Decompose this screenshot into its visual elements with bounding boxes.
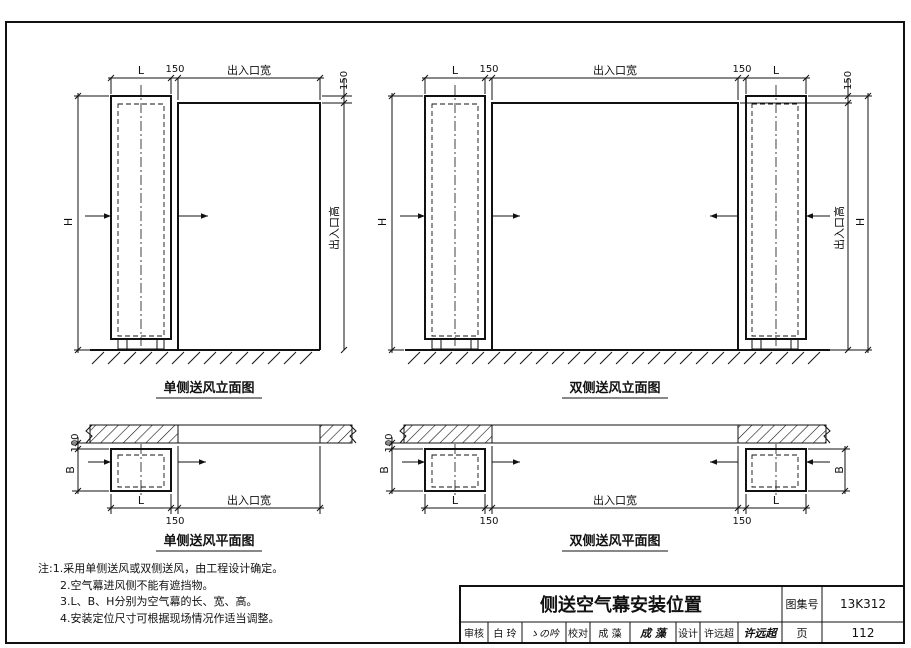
caption-single-elevation: 单侧送风立面图 <box>163 380 254 396</box>
dim-150-plan-left: 150 <box>479 516 498 527</box>
caption-double-plan: 双侧送风平面图 <box>569 533 660 549</box>
dim-opening-width-double: 出入口宽 <box>593 63 637 77</box>
dim-B: B <box>64 466 77 474</box>
dim-150-vert-double: 150 <box>843 71 854 90</box>
wall-left-double <box>403 424 493 444</box>
reviewer-signature: ゝの吟 <box>529 628 560 640</box>
drawing-title: 侧送空气幕安装位置 <box>540 594 702 616</box>
door-opening-double <box>491 102 739 350</box>
wall-right <box>319 424 353 444</box>
dim-150-vert: 150 <box>339 71 350 90</box>
dim-B-right: B <box>833 466 846 474</box>
review-label: 审核 <box>464 627 484 640</box>
double-elevation-view: L 150 出入口宽 150 L H 150 出入口高 H <box>376 63 872 365</box>
wall-left <box>89 424 179 444</box>
dim-L: L <box>138 64 145 77</box>
check-label: 校对 <box>568 627 588 640</box>
checker-signature: 成 藻 <box>639 627 668 640</box>
atlas-number: 13K312 <box>840 597 886 611</box>
caption-single-plan: 单侧送风平面图 <box>163 533 254 549</box>
dim-150-plan-right: 150 <box>732 516 751 527</box>
single-plan-view: 100 B L 150 出入口宽 <box>64 424 357 527</box>
dim-H-right: H <box>854 218 867 226</box>
design-label: 设计 <box>678 627 698 640</box>
dim-150: 150 <box>165 64 184 75</box>
checker-name: 成 藻 <box>598 627 621 640</box>
dim-H-left: H <box>376 218 389 226</box>
page-number: 112 <box>852 626 875 640</box>
dim-opening-height-double: 出入口高 <box>832 206 846 250</box>
note-2: 2.空气幕进风侧不能有遮挡物。 <box>60 578 214 592</box>
dim-opening-width-plan: 出入口宽 <box>227 493 271 507</box>
single-elevation-view: L 150 出入口宽 150 出入口高 H <box>62 63 352 365</box>
dim-L-plan: L <box>138 494 145 507</box>
dim-150-left: 150 <box>479 64 498 75</box>
designer-signature: 许远超 <box>744 627 779 640</box>
note-3: 3.L、B、H分别为空气幕的长、宽、高。 <box>60 595 258 608</box>
atlas-label: 图集号 <box>786 597 819 611</box>
double-plan-view: 100 B B L 150 出入口宽 150 L <box>378 424 850 527</box>
dim-opening-height: 出入口高 <box>327 206 341 250</box>
dim-B-left: B <box>378 466 391 474</box>
notes-prefix: 注: <box>38 562 53 575</box>
reviewer-name: 白 玲 <box>493 627 516 640</box>
wall-right-double <box>737 424 827 444</box>
dim-100-double: 100 <box>384 433 395 452</box>
caption-double-elevation: 双侧送风立面图 <box>569 380 660 396</box>
dim-150-right: 150 <box>732 64 751 75</box>
dim-100: 100 <box>70 433 81 452</box>
dim-L-plan-right: L <box>773 494 780 507</box>
dim-opening-width-plan-double: 出入口宽 <box>593 493 637 507</box>
dim-L-plan-left: L <box>452 494 459 507</box>
dim-L-left: L <box>452 64 459 77</box>
page-label: 页 <box>797 627 808 640</box>
dim-H: H <box>62 218 75 226</box>
notes: 注:1.采用单侧送风或双侧送风，由工程设计确定。 2.空气幕进风侧不能有遮挡物。… <box>38 561 283 627</box>
note-1: 1.采用单侧送风或双侧送风，由工程设计确定。 <box>52 562 284 575</box>
note-4: 4.安装定位尺寸可根据现场情况作适当调整。 <box>60 611 280 625</box>
dim-opening-width: 出入口宽 <box>227 63 271 77</box>
dim-L-right: L <box>773 64 780 77</box>
sheet-frame <box>5 21 905 644</box>
title-block: 侧送空气幕安装位置 图集号 13K312 页 112 审核 白 玲 ゝの吟 校对… <box>459 585 905 644</box>
designer-name: 许远超 <box>704 627 734 640</box>
door-opening <box>177 102 321 350</box>
dim-150-plan: 150 <box>165 516 184 527</box>
